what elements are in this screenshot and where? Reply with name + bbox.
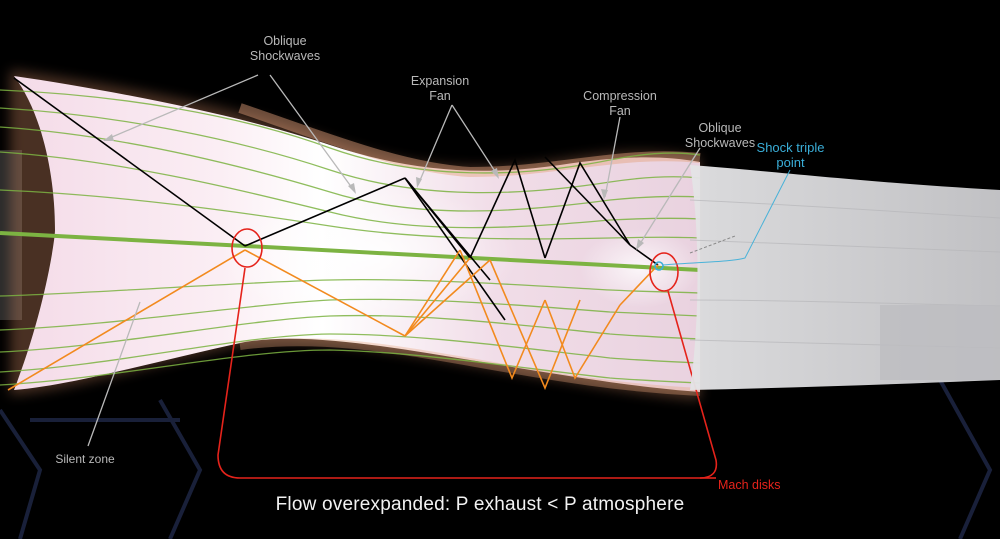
test-stand-structure [0,379,993,539]
shock-triple-point-marker [654,261,664,271]
centerline-streamline [0,231,701,272]
triple-point-pointer [689,235,736,254]
mach-disk-1 [231,228,263,268]
label-oblique-shockwaves-right: Oblique Shockwaves [684,121,756,150]
label-compression-fan: Compression Fan [583,89,657,118]
pointer-arrowheads [103,134,644,250]
plume-lower-edge [239,338,701,396]
label-expansion-fan: Expansion Fan [410,74,470,103]
shock-lines-black [13,77,659,321]
shock-lines-orange [7,249,659,391]
triple-point-leader [662,169,791,266]
vehicle-inner-panel [880,305,1000,380]
label-shock-triple-point: Shock triple point [756,140,825,170]
mach-disks-leader [217,267,718,479]
plume-core [220,185,520,325]
diagram-caption: Flow overexpanded: P exhaust < P atmosph… [275,494,685,515]
mach-disk-2 [649,252,679,292]
label-oblique-shockwaves-left: Oblique Shockwaves [249,34,321,63]
streamlines [0,89,701,386]
label-pointers [87,74,701,447]
label-mach-disks: Mach disks [718,478,781,492]
label-silent-zone: Silent zone [55,452,115,466]
plume-upper-edge [238,103,701,178]
